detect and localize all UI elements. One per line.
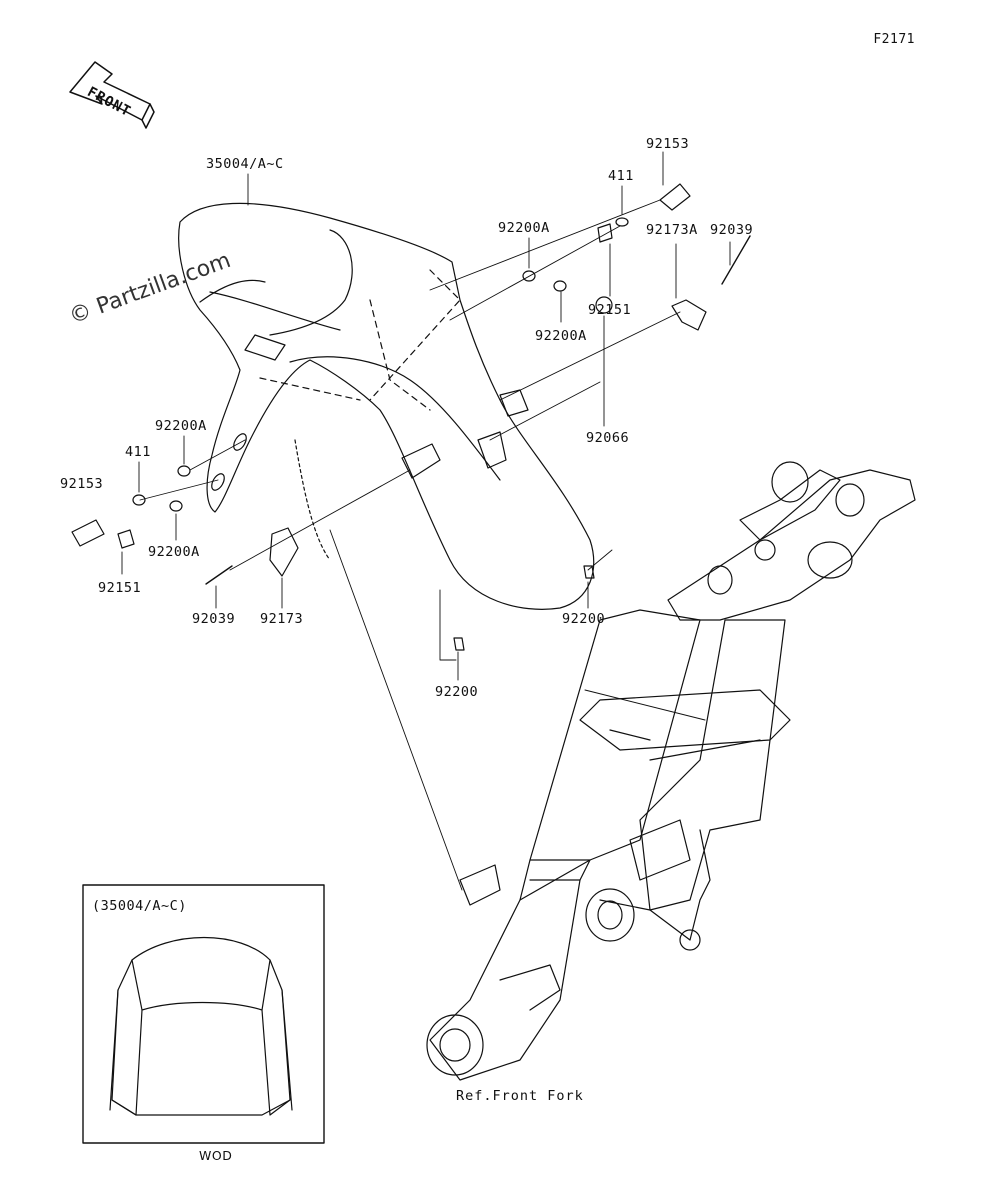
part-label: 35004/A~C bbox=[206, 156, 284, 172]
inset-fender bbox=[109, 937, 293, 1116]
part-label: 411 bbox=[608, 168, 634, 184]
part-label: 92173 bbox=[260, 611, 304, 627]
part-label: 92039 bbox=[192, 611, 236, 627]
part-label: 92153 bbox=[646, 136, 690, 152]
right-hardware bbox=[522, 183, 751, 331]
front-arrow-icon bbox=[69, 61, 155, 129]
inset-code: WOD bbox=[199, 1148, 233, 1163]
leader-lines bbox=[121, 151, 731, 891]
part-label: 92200A bbox=[148, 544, 200, 560]
part-label: 92151 bbox=[588, 302, 632, 318]
part-label: 92039 bbox=[710, 222, 754, 238]
part-label: 92200A bbox=[155, 418, 207, 434]
part-label: 92200A bbox=[535, 328, 587, 344]
inset-box bbox=[82, 884, 325, 1144]
inset-title: (35004/A~C) bbox=[92, 898, 187, 914]
part-label: 92066 bbox=[586, 430, 630, 446]
part-label: 92200 bbox=[435, 684, 479, 700]
left-hardware bbox=[71, 465, 595, 651]
part-label: 92153 bbox=[60, 476, 104, 492]
part-label: 411 bbox=[125, 444, 151, 460]
part-label: 92200 bbox=[562, 611, 606, 627]
front-fender bbox=[178, 202, 595, 610]
reference-label: Ref.Front Fork bbox=[456, 1088, 584, 1104]
part-label: 92151 bbox=[98, 580, 142, 596]
figure-code: F2171 bbox=[873, 32, 915, 47]
front-fork bbox=[426, 461, 916, 1081]
part-label: 92200A bbox=[498, 220, 550, 236]
part-label: 92173A bbox=[646, 222, 698, 238]
